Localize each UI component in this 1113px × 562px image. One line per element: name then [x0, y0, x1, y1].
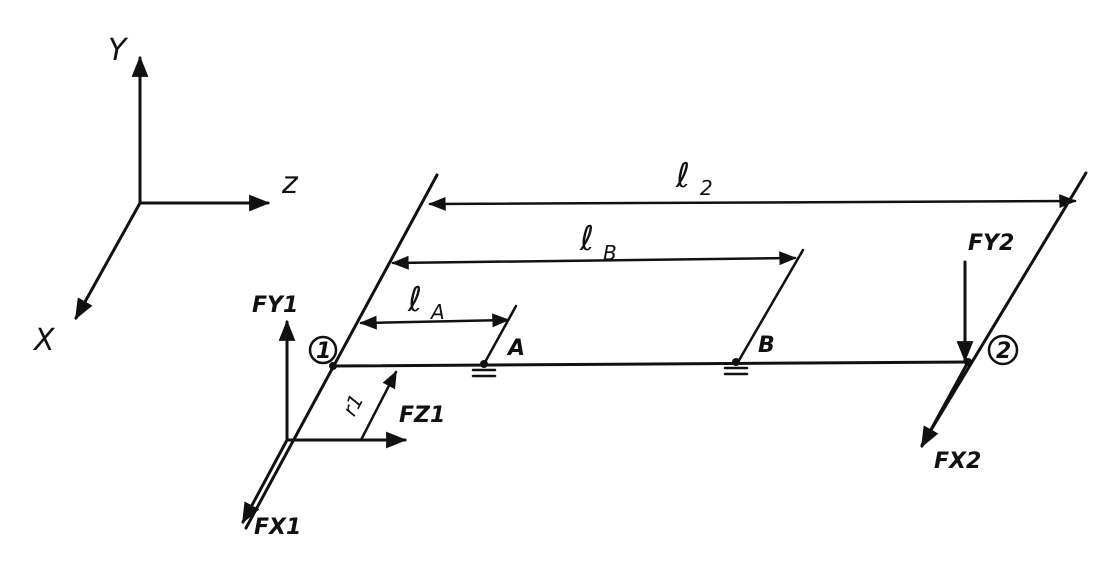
support-B: B [723, 333, 775, 376]
coordinate-axes: Y z X [32, 33, 299, 358]
node-2-marker [987, 334, 1019, 366]
radius-r1 [359, 370, 398, 442]
svg-text:A: A [429, 300, 445, 324]
forces-node-1: FY1 FZ1 FX1 r1 [241, 293, 445, 540]
support-A: A [471, 336, 525, 378]
force-arrow-fx2 [920, 360, 970, 448]
dimension-label-lA: ℓ A [407, 280, 445, 324]
node-2-label: 2 [996, 339, 1011, 364]
dimension-line-lB [391, 251, 797, 270]
force-label-fx2: FX2 [934, 449, 981, 474]
node-1: 1 [308, 335, 338, 370]
shaft-line [331, 360, 970, 368]
dimension-label-l2: ℓ 2 [675, 156, 713, 200]
support-A-label: A [506, 336, 525, 361]
y-axis-label: Y [108, 33, 129, 68]
force-label-fz1: FZ1 [399, 403, 445, 428]
radius-label-r1: r1 [337, 390, 368, 420]
dimension-label-lB: ℓ B [579, 219, 617, 265]
dimension-line-lA [359, 313, 510, 330]
node-1-point [329, 362, 337, 370]
extension-lines [244, 171, 1088, 530]
force-label-fx1: FX1 [254, 515, 301, 540]
force-arrow-fx1 [241, 438, 289, 524]
support-B-label: B [758, 333, 775, 358]
forces-node-2: FY2 FX2 [920, 231, 1014, 474]
svg-text:ℓ: ℓ [407, 280, 422, 320]
node-2: 2 [964, 334, 1019, 366]
dimension-line-l2 [428, 194, 1077, 211]
svg-text:ℓ: ℓ [579, 219, 594, 259]
z-axis-label: z [281, 166, 299, 201]
force-label-fy1: FY1 [252, 293, 298, 318]
dimension-lines: ℓ 2 ℓ B ℓ A [359, 156, 1077, 330]
svg-text:2: 2 [700, 176, 713, 200]
x-axis-label: X [32, 323, 56, 358]
node-1-label: 1 [316, 339, 331, 364]
extension-line-node2 [920, 171, 1088, 447]
force-label-fy2: FY2 [968, 231, 1014, 256]
svg-text:B: B [603, 241, 617, 265]
svg-text:ℓ: ℓ [675, 156, 690, 196]
node-1-marker [308, 335, 338, 365]
x-axis [74, 201, 142, 320]
extension-line-A [482, 304, 518, 366]
extension-line-node1 [244, 173, 439, 530]
